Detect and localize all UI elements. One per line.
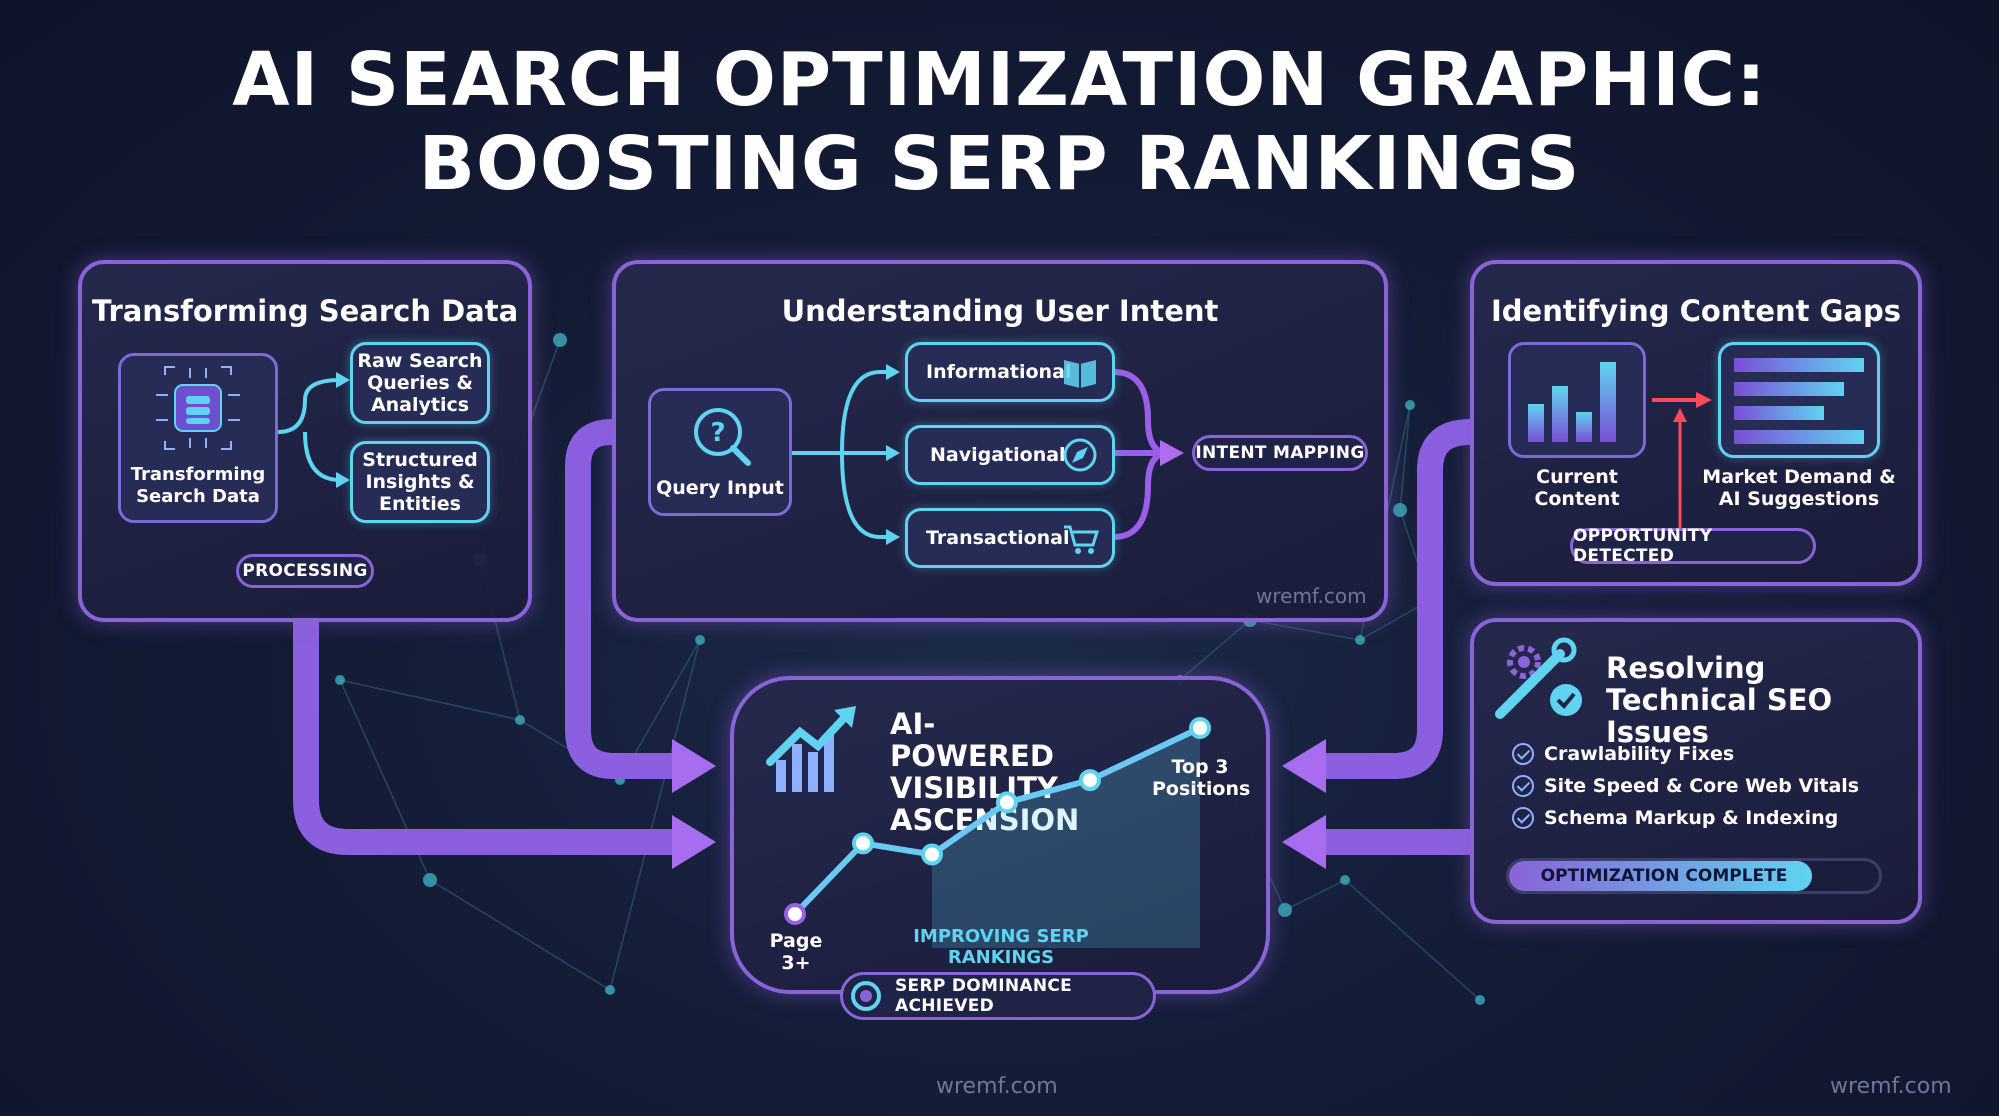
query-input-box: Query Input: [648, 388, 792, 516]
query-input-label: Query Input: [656, 477, 784, 499]
network-node: [335, 675, 345, 685]
center-title: AI-POWERED VISIBILITY ASCENSION: [890, 707, 1080, 837]
network-node: [605, 985, 615, 995]
check-icon: [1512, 743, 1534, 765]
badge-processing: PROCESSING: [236, 554, 374, 588]
intent-informational: Informational: [905, 342, 1115, 402]
tech-item-2: Site Speed & Core Web Vitals: [1512, 773, 1859, 799]
network-node: [1355, 635, 1365, 645]
network-link: [609, 639, 701, 991]
network-link: [619, 639, 701, 781]
intent-watermark: wremf.com: [1256, 584, 1367, 608]
panel-technical-title: Resolving Technical SEO Issues: [1606, 651, 1833, 749]
panel-gaps-title: Identifying Content Gaps: [1490, 294, 1901, 328]
network-node: [1393, 503, 1407, 517]
badge-serp-dominance: SERP DOMINANCE ACHIEVED: [840, 972, 1156, 1020]
transform-output-structured: Structured Insights & Entities: [350, 441, 490, 523]
tech-item-3: Schema Markup & Indexing: [1512, 805, 1838, 831]
current-content-box: [1508, 342, 1646, 458]
badge-intent-mapping: INTENT MAPPING: [1192, 435, 1368, 471]
network-node: [1340, 875, 1350, 885]
panel-transform-title: Transforming Search Data: [91, 294, 519, 328]
watermark-center: wremf.com: [936, 1074, 1058, 1099]
network-node: [423, 873, 437, 887]
network-link: [1179, 619, 1251, 681]
network-node: [615, 775, 625, 785]
network-node: [1425, 595, 1435, 605]
page-title: AI SEARCH OPTIMIZATION GRAPHIC: BOOSTING…: [0, 38, 1999, 206]
intent-transactional: Transactional: [905, 508, 1115, 568]
transform-source-label: Transforming Search Data: [130, 464, 266, 507]
network-node: [515, 715, 525, 725]
network-link: [1249, 619, 1361, 641]
transform-source-box: Transforming Search Data: [118, 353, 278, 523]
network-node: [1278, 903, 1292, 917]
title-line-1: AI SEARCH OPTIMIZATION GRAPHIC:: [232, 37, 1767, 123]
title-line-2: BOOSTING SERP RANKINGS: [418, 121, 1581, 207]
optimization-progress: OPTIMIZATION COMPLETE: [1506, 858, 1882, 894]
label-page-3: Page 3+: [769, 930, 823, 974]
network-link: [339, 679, 431, 881]
demand-box: [1718, 342, 1880, 458]
network-link: [1399, 404, 1411, 511]
network-node: [695, 635, 705, 645]
check-icon: [1512, 807, 1534, 829]
network-link: [339, 679, 521, 721]
network-link: [519, 719, 621, 781]
center-caption: IMPROVING SERP RANKINGS: [913, 926, 1089, 968]
network-link: [1399, 509, 1431, 601]
network-link: [1344, 879, 1481, 1001]
optimization-progress-fill: [1509, 861, 1813, 891]
network-link: [429, 879, 611, 991]
network-link: [1284, 879, 1346, 911]
demand-label: Market Demand & AI Suggestions: [1702, 466, 1896, 510]
network-node: [1475, 995, 1485, 1005]
optimization-progress-label: OPTIMIZATION COMPLETE: [1540, 866, 1788, 886]
watermark-right: wremf.com: [1830, 1074, 1952, 1099]
network-node: [1405, 400, 1415, 410]
check-icon: [1512, 775, 1534, 797]
network-node: [553, 333, 567, 347]
current-content-label: Current Content: [1534, 466, 1620, 510]
panel-intent-title: Understanding User Intent: [781, 294, 1219, 328]
tech-item-1: Crawlability Fixes: [1512, 741, 1734, 767]
intent-navigational: Navigational: [905, 425, 1115, 485]
label-top-3: Top 3 Positions: [1152, 756, 1251, 800]
transform-output-raw: Raw Search Queries & Analytics: [350, 342, 490, 424]
badge-opportunity: OPPORTUNITY DETECTED: [1570, 526, 1816, 566]
